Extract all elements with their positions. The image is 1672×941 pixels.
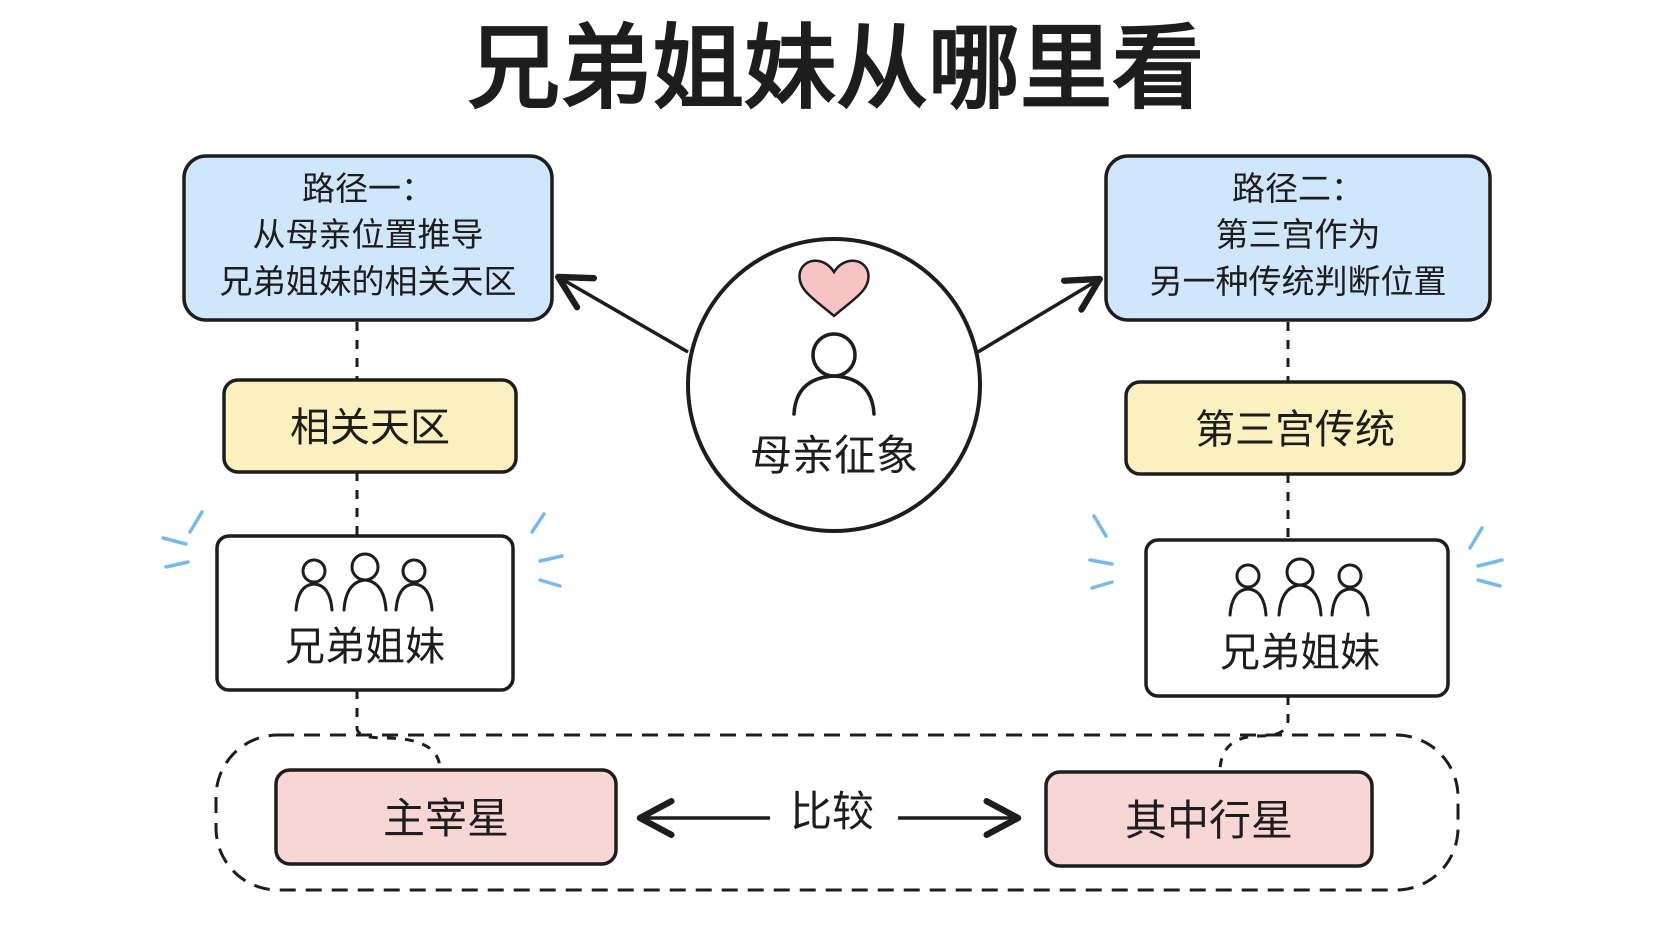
mother-heart-person-icon bbox=[792, 259, 876, 416]
sparkle-left-c bbox=[164, 560, 190, 569]
third-house-label: 第三宫传统 bbox=[1195, 407, 1395, 453]
connector-left-3 bbox=[355, 690, 442, 771]
sparkle-left-a bbox=[188, 510, 204, 534]
related-sky-tag bbox=[222, 378, 518, 474]
sparkle-left-d bbox=[530, 512, 546, 534]
arrow-to-path-two bbox=[977, 275, 1103, 354]
person-body-icon bbox=[792, 374, 876, 416]
planets-within-box bbox=[1044, 770, 1374, 868]
path-one-heading: 路径一： bbox=[302, 169, 434, 208]
siblings-box-right bbox=[1144, 538, 1450, 698]
path-two-box bbox=[1104, 154, 1492, 322]
path-two-line-1: 第三宫作为 bbox=[1216, 215, 1381, 254]
sparkle-right-b bbox=[1088, 558, 1114, 566]
sparkle-right-a bbox=[1092, 514, 1108, 538]
related-sky-label: 相关天区 bbox=[290, 405, 450, 451]
sparkle-left-f bbox=[538, 578, 562, 588]
siblings-box-left bbox=[215, 534, 515, 692]
ruler-planet-label: 主宰星 bbox=[383, 794, 509, 843]
third-house-tag bbox=[1124, 380, 1466, 476]
sparkle-right-c bbox=[1090, 580, 1114, 590]
ruler-planet-box bbox=[274, 768, 618, 866]
mother-label: 母亲征象 bbox=[750, 431, 918, 480]
path-two-heading: 路径二： bbox=[1232, 169, 1364, 208]
path-one-box bbox=[182, 154, 554, 322]
sparkle-left-e bbox=[538, 554, 564, 563]
connectors-dashed bbox=[355, 322, 1290, 773]
heart-icon bbox=[798, 259, 870, 318]
siblings-label-right: 兄弟姐妹 bbox=[1220, 630, 1380, 676]
mother-circle bbox=[686, 237, 982, 533]
planets-within-label: 其中行星 bbox=[1125, 796, 1293, 845]
sparkle-right-d bbox=[1468, 526, 1484, 550]
sparkle-accents bbox=[161, 510, 1504, 590]
sparkle-right-e bbox=[1476, 558, 1504, 568]
path-one-line-1: 从母亲位置推导 bbox=[253, 215, 484, 254]
connector-right-3 bbox=[1218, 696, 1290, 773]
siblings-label-left: 兄弟姐妹 bbox=[285, 624, 445, 670]
siblings-group-icon bbox=[294, 552, 434, 612]
path-two-line-2: 另一种传统判断位置 bbox=[1150, 262, 1447, 301]
sparkle-right-f bbox=[1476, 578, 1502, 588]
compare-group-outline bbox=[214, 733, 1460, 892]
compare-label: 比较 bbox=[790, 787, 874, 836]
arrow-to-path-one bbox=[555, 273, 689, 354]
sparkle-left-b bbox=[161, 536, 188, 546]
page-title: 兄弟姐妹从哪里看 bbox=[468, 15, 1204, 122]
path-one-line-2: 兄弟姐妹的相关天区 bbox=[220, 262, 517, 301]
siblings-group-icon-right bbox=[1228, 557, 1370, 617]
